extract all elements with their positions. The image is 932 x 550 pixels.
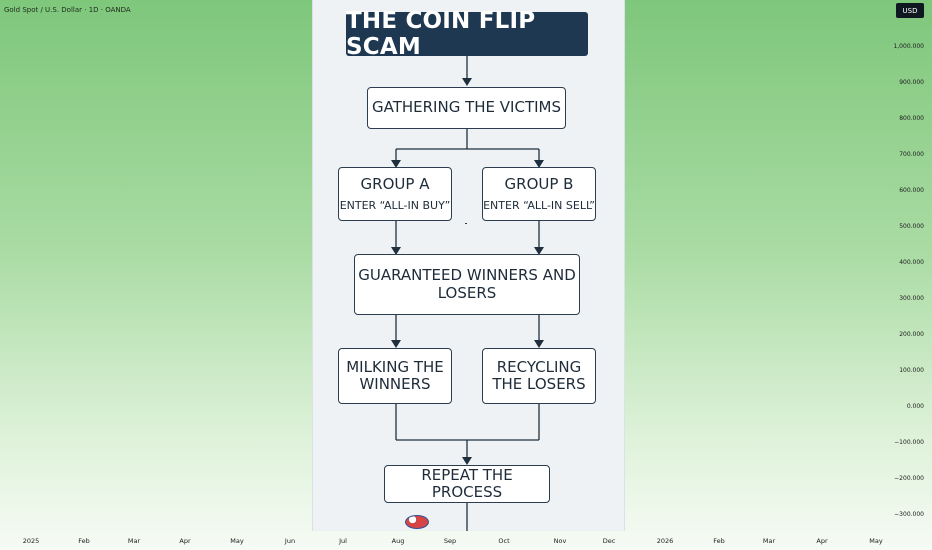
price-label-0: 0.000 xyxy=(906,403,924,410)
price-label-100: 100.000 xyxy=(899,367,924,374)
group-b-subtitle: ENTER “ALL-IN SELL” xyxy=(483,198,595,212)
time-label-may: May xyxy=(230,537,244,545)
time-label-nov: Nov xyxy=(553,537,567,545)
symbol-title: Gold Spot / U.S. Dollar · 1D · OANDA xyxy=(4,6,131,14)
time-label-sep: Sep xyxy=(443,537,457,545)
price-label-minus-100: −100.000 xyxy=(894,439,924,446)
price-label-400: 400.000 xyxy=(899,259,924,266)
time-label-jun: Jun xyxy=(284,537,296,545)
price-label-500: 500.000 xyxy=(899,223,924,230)
time-label-feb: Feb xyxy=(78,537,90,545)
price-label-600: 600.000 xyxy=(899,187,924,194)
center-dot-mark xyxy=(465,223,467,224)
group-b-box: GROUP B ENTER “ALL-IN SELL” xyxy=(482,167,596,221)
milking-winners-box: MILKING THE WINNERS xyxy=(338,348,452,404)
currency-badge[interactable]: USD xyxy=(896,3,924,18)
price-label-200: 200.000 xyxy=(899,331,924,338)
time-label-jul: Jul xyxy=(339,537,347,545)
price-label-300: 300.000 xyxy=(899,295,924,302)
gathering-victims-label: GATHERING THE VICTIMS xyxy=(372,98,561,117)
flowchart-title: THE COIN FLIP SCAM xyxy=(346,8,588,60)
recycling-losers-box: RECYCLING THE LOSERS xyxy=(482,348,596,404)
price-label-minus-300: −300.000 xyxy=(894,511,924,518)
guaranteed-line-2: LOSERS xyxy=(437,283,497,302)
group-a-box: GROUP A ENTER “ALL-IN BUY” xyxy=(338,167,452,221)
price-label-800: 800.000 xyxy=(899,115,924,122)
time-label-mar: Mar xyxy=(127,537,141,545)
recycling-line-1: RECYCLING xyxy=(496,357,582,376)
recycling-line-2: THE LOSERS xyxy=(492,375,586,393)
time-label-oct: Oct xyxy=(498,537,510,545)
time-label-apr: Apr xyxy=(179,537,191,545)
price-label-700: 700.000 xyxy=(899,151,924,158)
us-flag-icon xyxy=(405,515,429,529)
price-label-1000: 1,000.000 xyxy=(893,43,924,50)
group-a-title: GROUP A xyxy=(360,175,430,194)
repeat-process-box: REPEAT THE PROCESS xyxy=(384,465,550,503)
price-label-minus-200: −200.000 xyxy=(894,475,924,482)
milking-line-1: MILKING THE xyxy=(346,357,444,376)
group-a-subtitle: ENTER “ALL-IN BUY” xyxy=(339,198,451,212)
time-label-may-2026: May xyxy=(869,537,883,545)
time-label-mar-2026: Mar xyxy=(762,537,776,545)
guaranteed-line-1: GUARANTEED WINNERS AND xyxy=(358,266,576,285)
guaranteed-winners-losers-box: GUARANTEED WINNERS AND LOSERS xyxy=(354,254,580,315)
group-b-title: GROUP B xyxy=(504,175,574,194)
time-axis: 2025 Feb Mar Apr May Jun Jul Aug Sep Oct… xyxy=(0,532,932,550)
time-label-apr-2026: Apr xyxy=(816,537,828,545)
repeat-process-label: REPEAT THE PROCESS xyxy=(421,465,513,501)
price-label-900: 900.000 xyxy=(899,79,924,86)
milking-line-2: WINNERS xyxy=(359,375,431,393)
time-label-feb-2026: Feb xyxy=(713,537,725,545)
gathering-victims-box: GATHERING THE VICTIMS xyxy=(367,87,566,129)
time-label-aug: Aug xyxy=(391,537,405,545)
time-label-2025: 2025 xyxy=(22,537,40,545)
time-label-2026: 2026 xyxy=(656,537,674,545)
time-label-dec: Dec xyxy=(602,537,616,545)
